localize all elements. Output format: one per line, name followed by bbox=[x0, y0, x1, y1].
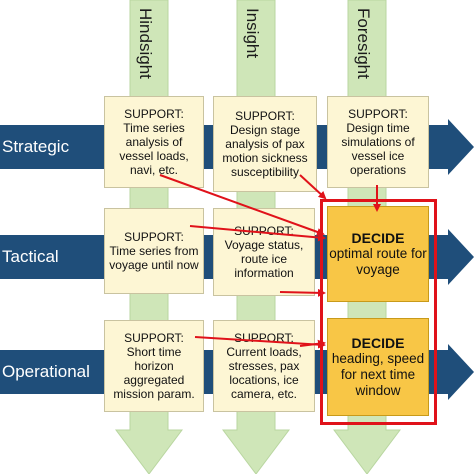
column-label-hindsight: Hindsight bbox=[136, 8, 155, 79]
support-box-strategic-hindsight: SUPPORT: Time series analysis of vessel … bbox=[104, 96, 204, 188]
support-box-tactical-insight: SUPPORT: Voyage status, route ice inform… bbox=[213, 208, 315, 296]
support-body: Voyage status, route ice information bbox=[224, 238, 304, 280]
support-body: Time series analysis of vessel loads, na… bbox=[119, 121, 189, 177]
decide-body: optimal route for voyage bbox=[329, 246, 427, 277]
decide-head: DECIDE bbox=[351, 335, 405, 351]
support-head: SUPPORT: bbox=[124, 331, 184, 345]
decide-body: heading, speed for next time window bbox=[331, 351, 425, 398]
decide-head: DECIDE bbox=[351, 230, 405, 246]
support-body: Time series from voyage until now bbox=[109, 244, 199, 272]
support-box-strategic-foresight: SUPPORT: Design time simulations of vess… bbox=[327, 96, 429, 188]
support-box-operational-hindsight: SUPPORT: Short time horizon aggregated m… bbox=[104, 320, 204, 412]
support-box-operational-insight: SUPPORT: Current loads, stresses, pax lo… bbox=[213, 320, 315, 412]
support-head: SUPPORT: bbox=[124, 107, 184, 121]
support-head: SUPPORT: bbox=[348, 107, 408, 121]
column-label-foresight: Foresight bbox=[354, 8, 373, 79]
support-head: SUPPORT: bbox=[234, 224, 294, 238]
support-head: SUPPORT: bbox=[234, 331, 294, 345]
support-box-strategic-insight: SUPPORT: Design stage analysis of pax mo… bbox=[213, 96, 317, 192]
support-body: Short time horizon aggregated mission pa… bbox=[113, 345, 195, 401]
decide-box-operational: DECIDE heading, speed for next time wind… bbox=[327, 318, 429, 416]
support-body: Design time simulations of vessel ice op… bbox=[341, 121, 415, 177]
row-label-tactical: Tactical bbox=[2, 247, 59, 266]
row-label-strategic: Strategic bbox=[2, 137, 70, 156]
support-head: SUPPORT: bbox=[235, 109, 295, 123]
decide-box-tactical: DECIDE optimal route for voyage bbox=[327, 206, 429, 302]
column-label-insight: Insight bbox=[243, 8, 262, 59]
support-body: Current loads, stresses, pax locations, … bbox=[226, 345, 302, 401]
support-body: Design stage analysis of pax motion sick… bbox=[222, 123, 308, 179]
row-label-operational: Operational bbox=[2, 362, 90, 381]
support-head: SUPPORT: bbox=[124, 230, 184, 244]
support-box-tactical-hindsight: SUPPORT: Time series from voyage until n… bbox=[104, 208, 204, 294]
decision-frame bbox=[320, 199, 437, 425]
